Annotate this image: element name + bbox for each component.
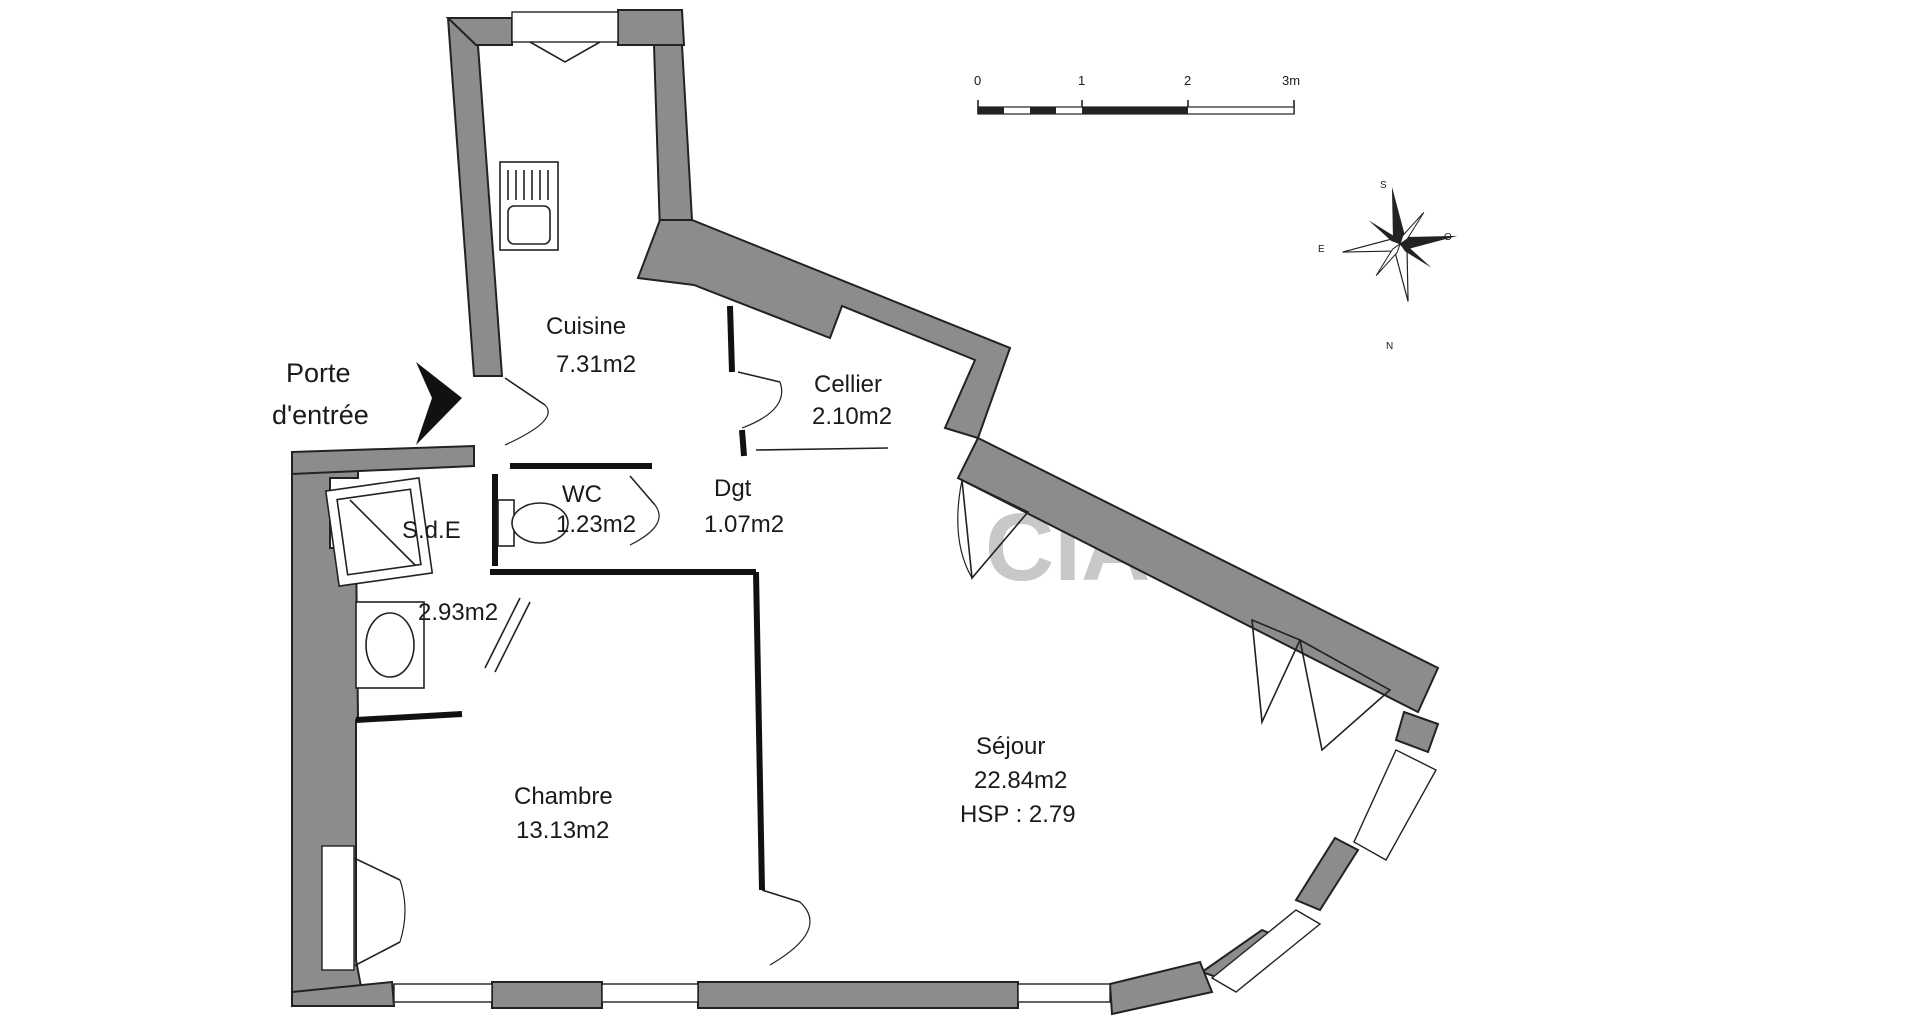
compass-rose-icon bbox=[1342, 186, 1458, 302]
window-bay-1 bbox=[1353, 749, 1437, 861]
room-chambre-area: 13.13m2 bbox=[516, 817, 609, 844]
room-cuisine-name: Cuisine bbox=[546, 313, 626, 340]
door-entrance[interactable] bbox=[504, 377, 549, 446]
wall-bottom-2 bbox=[491, 981, 603, 1009]
walls bbox=[291, 9, 1440, 1016]
wall-entrance-stub bbox=[291, 444, 475, 476]
room-cuisine-area: 7.31m2 bbox=[556, 351, 636, 378]
room-sejour-height: HSP : 2.79 bbox=[960, 801, 1076, 828]
room-cellier-name: Cellier bbox=[814, 371, 882, 398]
room-dgt-name: Dgt bbox=[714, 475, 752, 502]
room-labels: Cuisine 7.31m2 Cellier 2.10m2 WC 1.23m2 … bbox=[402, 313, 1076, 844]
scale-tick-2: 2 bbox=[1184, 73, 1191, 88]
entrance-label-line2: d'entrée bbox=[272, 400, 369, 430]
compass-label-west: O bbox=[1444, 232, 1452, 243]
wall-kitchen-left bbox=[446, 17, 504, 377]
doors bbox=[321, 371, 1392, 971]
scale-tick-1: 1 bbox=[1078, 73, 1085, 88]
compass-label-south: S bbox=[1380, 180, 1387, 191]
window-kitchen bbox=[511, 11, 619, 43]
partition-dgt-left bbox=[739, 429, 747, 457]
scale-tick-0: 0 bbox=[974, 73, 981, 88]
door-sde[interactable] bbox=[484, 597, 531, 673]
washbasin bbox=[355, 601, 425, 689]
window-chambre-1 bbox=[393, 983, 493, 1003]
room-sejour-area: 22.84m2 bbox=[974, 767, 1067, 794]
partition-cellier-left bbox=[727, 305, 735, 373]
wall-sejour-top bbox=[956, 436, 1440, 714]
wall-kitchen-top-right bbox=[617, 9, 686, 46]
door-wc[interactable] bbox=[629, 475, 660, 546]
door-sejour-window-1[interactable] bbox=[957, 478, 1030, 580]
door-chambre[interactable] bbox=[761, 889, 811, 966]
room-chambre-name: Chambre bbox=[514, 783, 613, 810]
door-sejour-window-2[interactable] bbox=[1251, 618, 1392, 752]
shower-tray bbox=[324, 477, 434, 587]
toilet bbox=[497, 499, 569, 547]
wall-bottom-1 bbox=[291, 980, 396, 1007]
fixtures bbox=[324, 161, 569, 689]
window-sejour-bottom bbox=[1017, 983, 1111, 1003]
wall-kitchen-top-left bbox=[445, 17, 513, 46]
partition-chambre-sejour bbox=[753, 571, 765, 891]
wall-kitchen-right bbox=[652, 44, 694, 234]
entrance-label-line1: Porte bbox=[286, 358, 351, 388]
wall-bay-corner bbox=[1394, 710, 1440, 754]
kitchen-sink bbox=[499, 161, 559, 251]
room-dgt-area: 1.07m2 bbox=[704, 511, 784, 538]
room-sejour-name: Séjour bbox=[976, 733, 1045, 760]
wall-bay-bottom bbox=[1108, 960, 1214, 1016]
scale-bar: 0 1 2 3m bbox=[974, 73, 1300, 115]
room-wc-area: 1.23m2 bbox=[556, 511, 636, 538]
compass-label-north: N bbox=[1386, 341, 1393, 352]
partitions bbox=[355, 305, 889, 891]
compass-label-east: E bbox=[1318, 244, 1325, 255]
window-kitchen-leaf bbox=[529, 41, 601, 63]
door-cellier[interactable] bbox=[737, 371, 783, 429]
window-bay-2 bbox=[1210, 909, 1322, 993]
door-wardrobe[interactable] bbox=[321, 845, 406, 971]
window-chambre-2 bbox=[601, 983, 699, 1003]
room-cellier-area: 2.10m2 bbox=[812, 403, 892, 430]
wall-cellar-top bbox=[636, 219, 1012, 440]
room-sde-name: S.d.E bbox=[402, 517, 461, 544]
partition-sde-chambre bbox=[355, 711, 463, 723]
room-wc-name: WC bbox=[562, 481, 602, 508]
scale-tick-3m: 3m bbox=[1282, 73, 1300, 88]
wall-bottom-3 bbox=[697, 981, 1019, 1009]
entrance-arrow-icon bbox=[416, 362, 462, 445]
partition-dgt-top bbox=[755, 447, 889, 451]
wall-bay-mid bbox=[1294, 836, 1360, 912]
room-sde-area: 2.93m2 bbox=[418, 599, 498, 626]
windows bbox=[393, 11, 1437, 1003]
